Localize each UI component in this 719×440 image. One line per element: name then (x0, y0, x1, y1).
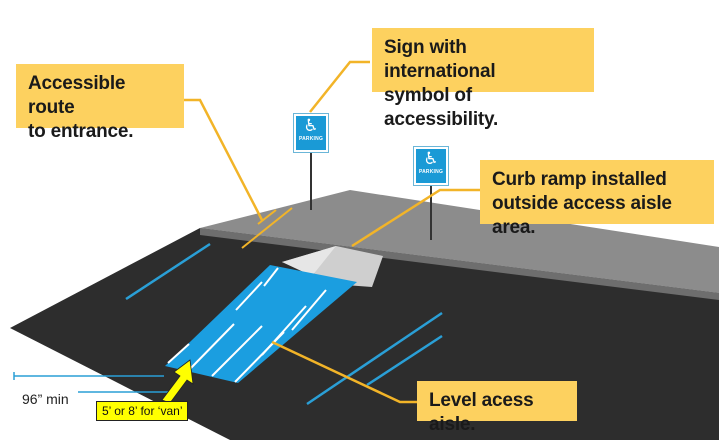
accessible-parking-sign: ♿ PARKING (414, 147, 448, 185)
leader-lines (184, 60, 480, 404)
accessible-parking-sign: ♿ PARKING (294, 114, 328, 152)
accessible-route-line (257, 209, 277, 225)
access-aisle (165, 265, 357, 383)
dimension-label-width: 96” min (22, 391, 69, 407)
wheelchair-icon: ♿ (303, 116, 319, 135)
curb-ramp-side (282, 246, 336, 276)
callout-accessible-route: Accessible route to entrance. (16, 64, 184, 142)
curb-edge (200, 228, 719, 300)
wheelchair-icon: ♿ (423, 149, 439, 168)
callout-sign: Sign with international symbol of access… (372, 28, 594, 130)
accessible-route-line (241, 207, 293, 249)
sidewalk (200, 190, 719, 293)
callout-level-aisle: Level acess aisle. (417, 381, 577, 435)
sign-label: PARKING (418, 169, 444, 175)
callout-curb-ramp: Curb ramp installed outside access aisle… (480, 160, 714, 238)
dimension-lines (13, 372, 168, 393)
dimension-label-aisle: 5’ or 8’ for ‘van’ (96, 401, 189, 421)
aisle-hatching (167, 267, 327, 383)
stall-stripes (125, 242, 443, 406)
sign-label: PARKING (298, 136, 324, 142)
